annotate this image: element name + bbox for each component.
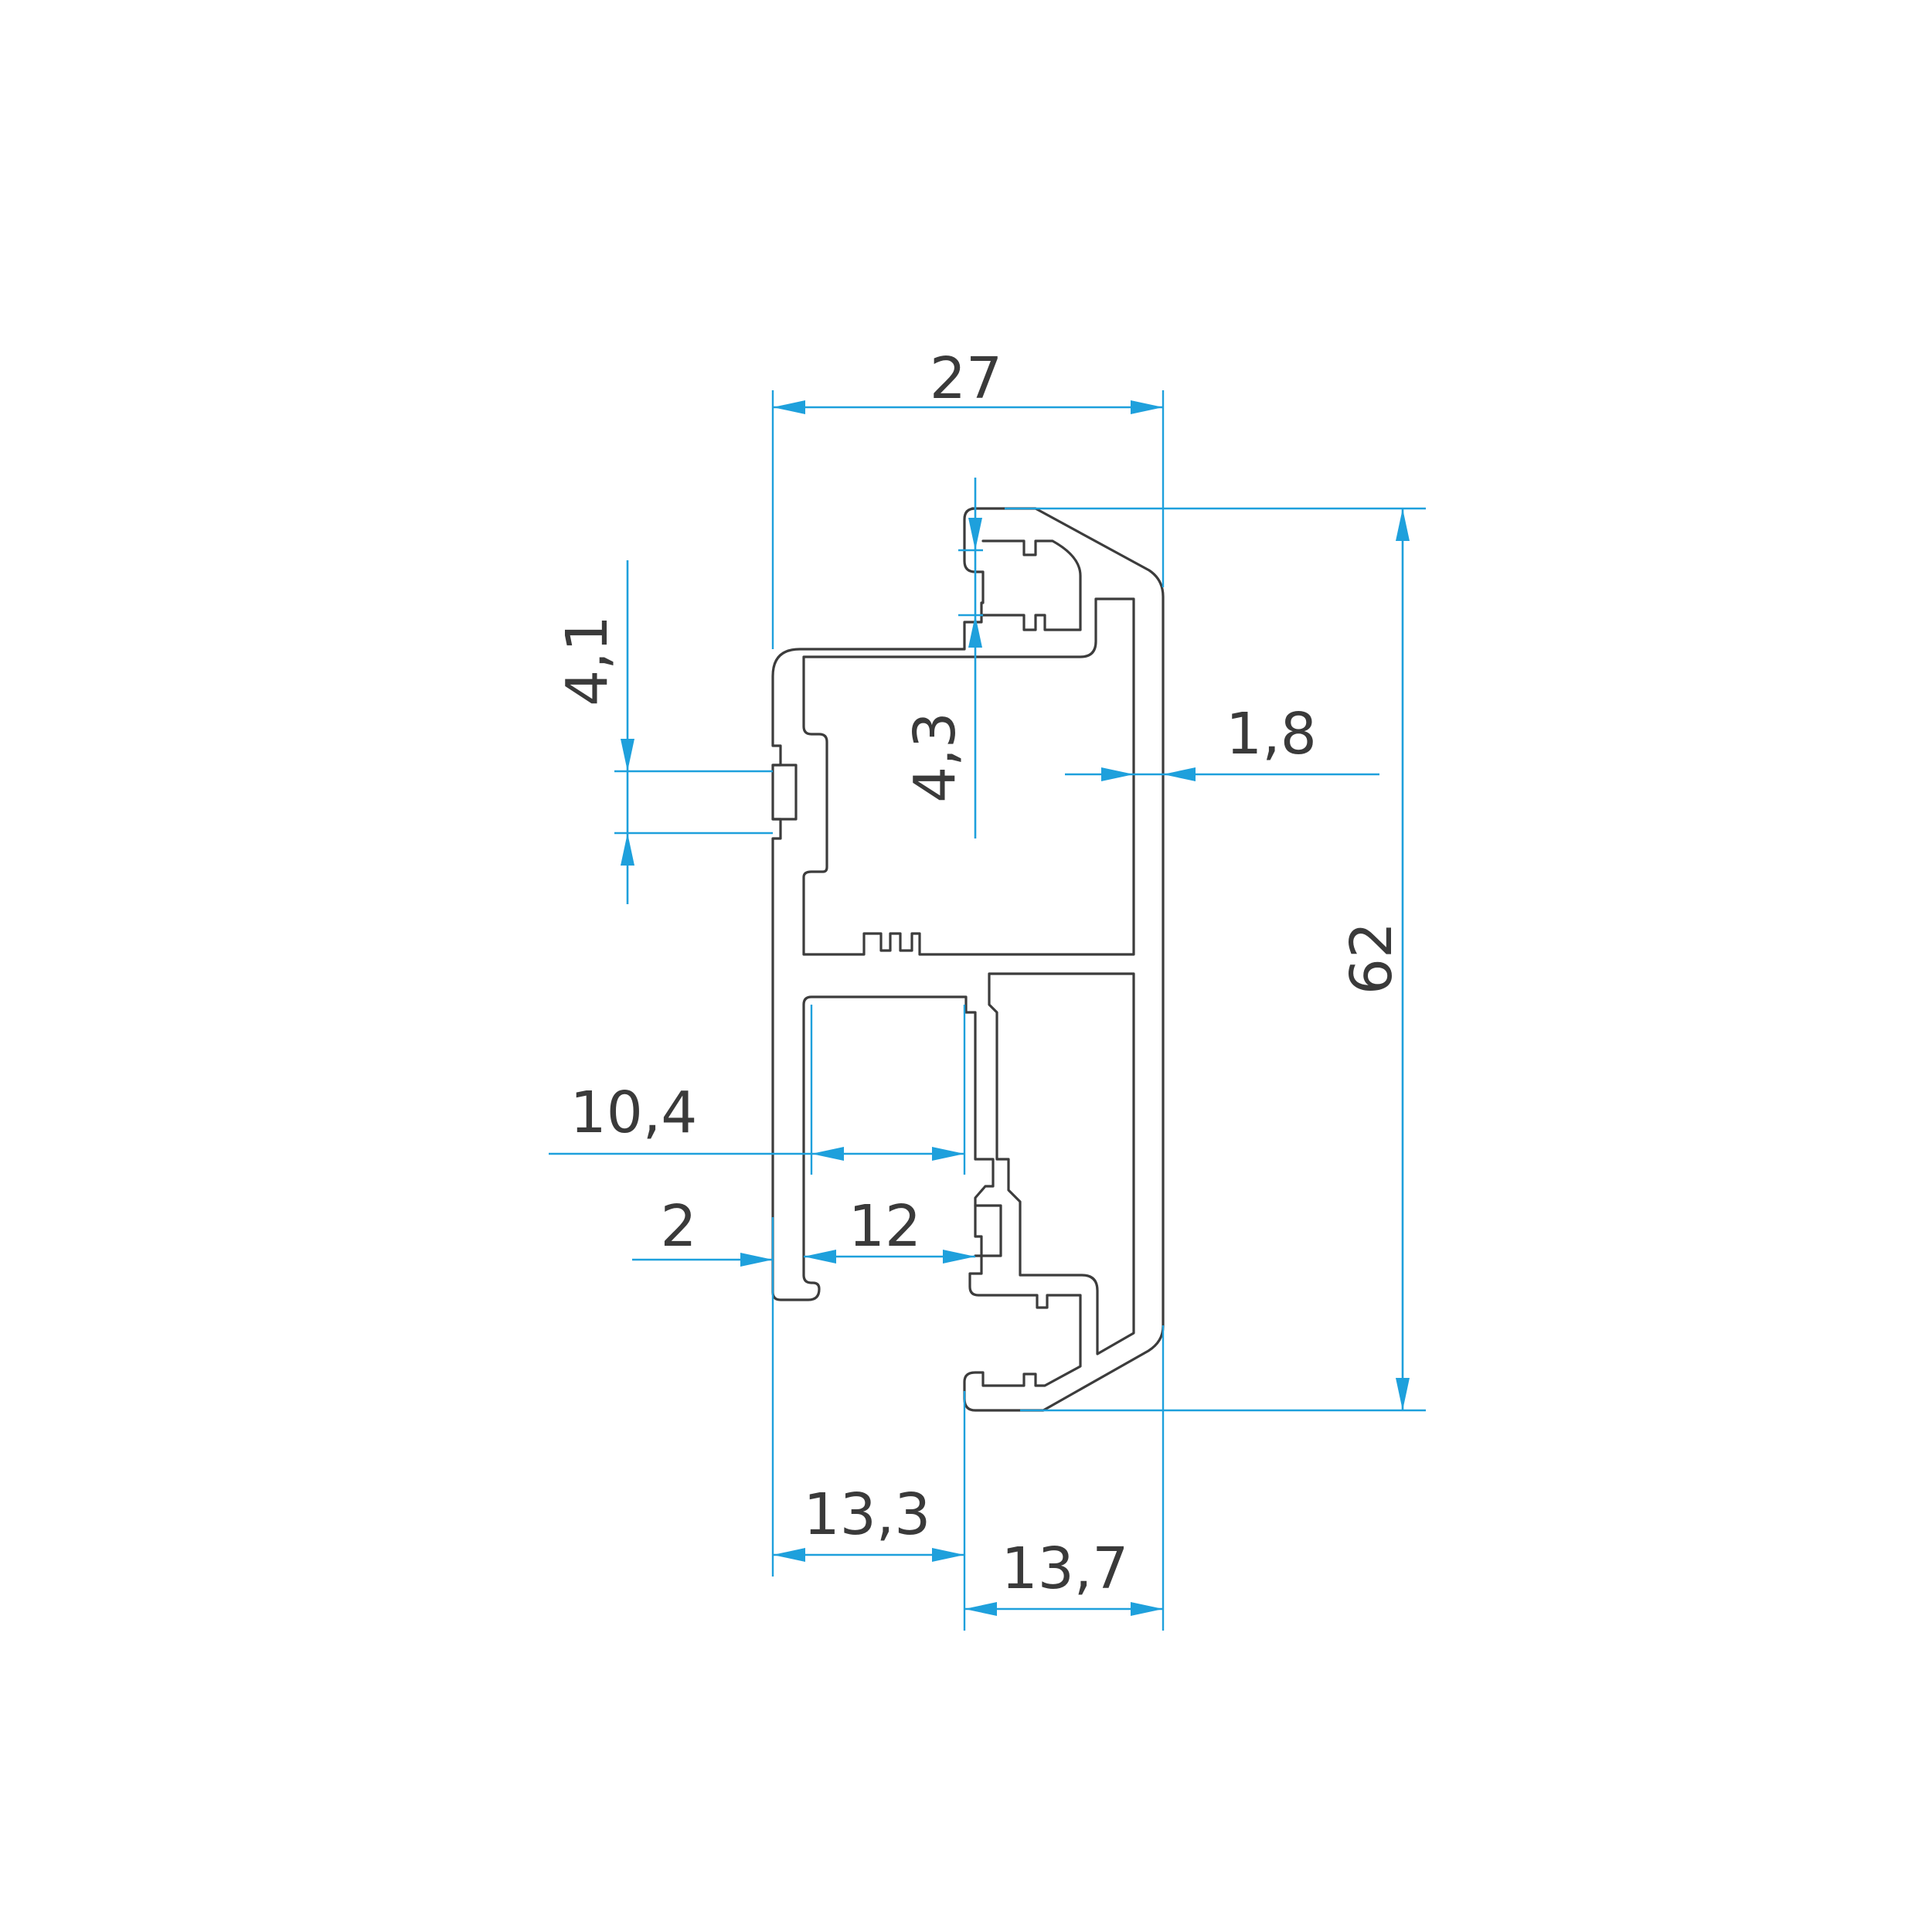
arrow-height-bottom (1396, 1378, 1410, 1410)
arrow-right-part-left (964, 1602, 997, 1616)
arrow-slot-top (621, 739, 634, 771)
upper-cavity (802, 597, 1135, 956)
arrow-channel-left (811, 1147, 844, 1161)
label-channel-offset: 12 (849, 1193, 921, 1260)
arrow-height-top (1396, 509, 1410, 541)
label-wall: 1,8 (1226, 701, 1317, 767)
dimension-lines (549, 406, 1404, 1611)
arrow-left-part-right (932, 1548, 964, 1562)
arrow-offset-left (804, 1250, 836, 1264)
upper-slot-feature (981, 539, 1082, 631)
clip-feature (771, 764, 798, 821)
arrow-width-left (773, 400, 805, 414)
arrow-cavity-top (968, 518, 982, 550)
arrow-right-part-right (1131, 1602, 1163, 1616)
arrow-slot-bottom (621, 833, 634, 866)
label-left-part: 13,3 (804, 1481, 931, 1548)
lower-right-cavity (988, 972, 1135, 1355)
arrow-left-wall (740, 1253, 773, 1267)
arrow-width-right (1131, 400, 1163, 414)
arrow-channel-right (932, 1147, 964, 1161)
label-right-part: 13,7 (1002, 1536, 1129, 1602)
outer-contour (771, 507, 1165, 1412)
arrowheads (621, 400, 1410, 1616)
arrow-left-part-left (773, 1548, 805, 1562)
label-left-wall: 2 (660, 1193, 696, 1260)
extension-lines (614, 390, 1426, 1631)
label-upper-cavity: 4,3 (902, 712, 968, 803)
profile-outline (771, 507, 1165, 1412)
arrow-offset-right (943, 1250, 975, 1264)
dimension-labels: 27 62 4,1 4,3 1,8 10,4 2 12 13,3 13,7 (554, 345, 1405, 1602)
arrow-wall-right (1163, 767, 1196, 781)
label-inner-channel: 10,4 (570, 1080, 698, 1146)
label-overall-height: 62 (1338, 922, 1405, 995)
label-overall-width: 27 (930, 345, 1002, 412)
label-upper-slot: 4,1 (554, 615, 621, 706)
lower-slot-feature (974, 1204, 1002, 1257)
arrow-cavity-bottom (968, 615, 982, 648)
arrow-wall-left (1101, 767, 1134, 781)
